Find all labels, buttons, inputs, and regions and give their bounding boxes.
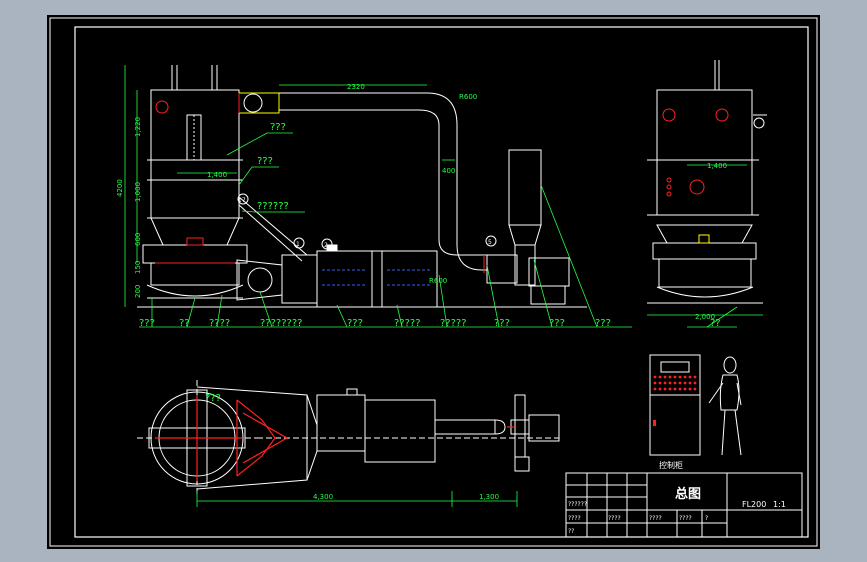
dim-r600-top: R600 bbox=[459, 93, 477, 101]
cad-drawing: 2320 R600 R600 400 4200 1,220 1,000 600 … bbox=[49, 17, 818, 547]
side-dimension-lines bbox=[647, 164, 763, 328]
dim-150: 150 bbox=[134, 261, 142, 274]
callout-bottom-10: ??? bbox=[595, 318, 611, 329]
dim-400: 400 bbox=[442, 167, 455, 175]
bag-filter bbox=[508, 149, 542, 226]
dim-4300: 4,300 bbox=[313, 493, 333, 501]
plan-filter-unit bbox=[316, 394, 366, 452]
middle-chamber bbox=[150, 179, 240, 219]
sight-window bbox=[186, 114, 202, 161]
control-cabinet bbox=[649, 354, 701, 456]
titleblock-cell-3: ???? bbox=[608, 515, 621, 522]
dim-600: 600 bbox=[134, 233, 142, 246]
red-accents bbox=[155, 93, 485, 273]
front-elevation bbox=[137, 65, 587, 308]
balloons bbox=[237, 193, 497, 250]
cone-section bbox=[150, 217, 240, 246]
inner-frame bbox=[74, 26, 809, 538]
plan-heater bbox=[364, 399, 436, 463]
callout-bottom-8: ??? bbox=[494, 318, 510, 329]
titleblock-cell-5: ???? bbox=[679, 515, 692, 522]
dim-1400-side: 1,400 bbox=[707, 162, 727, 170]
callout-bottom-9: ??? bbox=[549, 318, 565, 329]
callout-top-2: ??? bbox=[257, 156, 273, 167]
callout-top-3: ?????? bbox=[257, 201, 289, 212]
callout-bottom-3: ???? bbox=[209, 318, 230, 329]
titleblock-cell-1: ?????? bbox=[568, 501, 587, 508]
dim-r600-bottom: R600 bbox=[429, 277, 447, 285]
heater-section bbox=[316, 250, 373, 308]
side-elevation bbox=[647, 60, 767, 304]
callout-bottom-4: ???????? bbox=[260, 318, 302, 329]
dimension-lines bbox=[124, 65, 455, 307]
lower-chamber bbox=[150, 262, 240, 286]
bed-chamber bbox=[142, 244, 248, 264]
drawing-sheet: 2320 R600 R600 400 4200 1,220 1,000 600 … bbox=[47, 15, 820, 549]
balloon-2: 2 bbox=[324, 242, 328, 249]
callout-side: ?? bbox=[710, 318, 721, 329]
upper-chamber bbox=[150, 89, 240, 181]
callout-top-1: ??? bbox=[270, 122, 286, 133]
primary-filter bbox=[281, 254, 318, 304]
drawing-model: FL200 bbox=[742, 500, 766, 509]
dim-1300: 1,300 bbox=[479, 493, 499, 501]
dim-1000: 1,000 bbox=[134, 182, 142, 202]
dim-200: 200 bbox=[134, 285, 142, 298]
callout-bottom-2: ?? bbox=[179, 318, 190, 329]
balloon-5: 5 bbox=[488, 239, 492, 246]
plan-dimension-lines bbox=[196, 491, 518, 507]
drawing-title: 总图 bbox=[675, 486, 701, 502]
inlet-transition bbox=[236, 259, 283, 301]
person-figure bbox=[708, 356, 742, 456]
titleblock-cell-4: ???? bbox=[649, 515, 662, 522]
callout-bottom-7: ????? bbox=[440, 318, 467, 329]
balloon-1: 1 bbox=[296, 241, 300, 248]
control-cabinet-label: 控制柜 bbox=[659, 460, 683, 470]
balloon-17: 17 bbox=[238, 197, 246, 204]
titleblock-cell-6: ? bbox=[705, 515, 708, 522]
plan-red-accents bbox=[155, 395, 515, 481]
drawing-scale: 1:1 bbox=[773, 500, 786, 509]
callout-plan: ??? bbox=[205, 393, 221, 404]
callout-bottom-6: ????? bbox=[394, 318, 421, 329]
dim-2320: 2320 bbox=[347, 83, 365, 91]
plenum bbox=[146, 284, 244, 297]
cabinet-indicators bbox=[653, 375, 697, 426]
title-block bbox=[565, 472, 803, 538]
dim-1220: 1,220 bbox=[134, 117, 142, 137]
callout-bottom-1: ??? bbox=[139, 318, 155, 329]
callout-leaders bbox=[139, 132, 632, 328]
dim-1400-front: 1,400 bbox=[207, 171, 227, 179]
dim-4200: 4200 bbox=[116, 179, 124, 197]
titleblock-cell-7: ?? bbox=[568, 528, 574, 535]
dim-2000: 2,000 bbox=[695, 313, 715, 321]
exhaust-fan bbox=[486, 254, 518, 284]
side-upper-chamber bbox=[656, 89, 753, 161]
titleblock-cell-2: ???? bbox=[568, 515, 581, 522]
outer-frame bbox=[49, 17, 818, 547]
callout-bottom-5: ??? bbox=[347, 318, 363, 329]
